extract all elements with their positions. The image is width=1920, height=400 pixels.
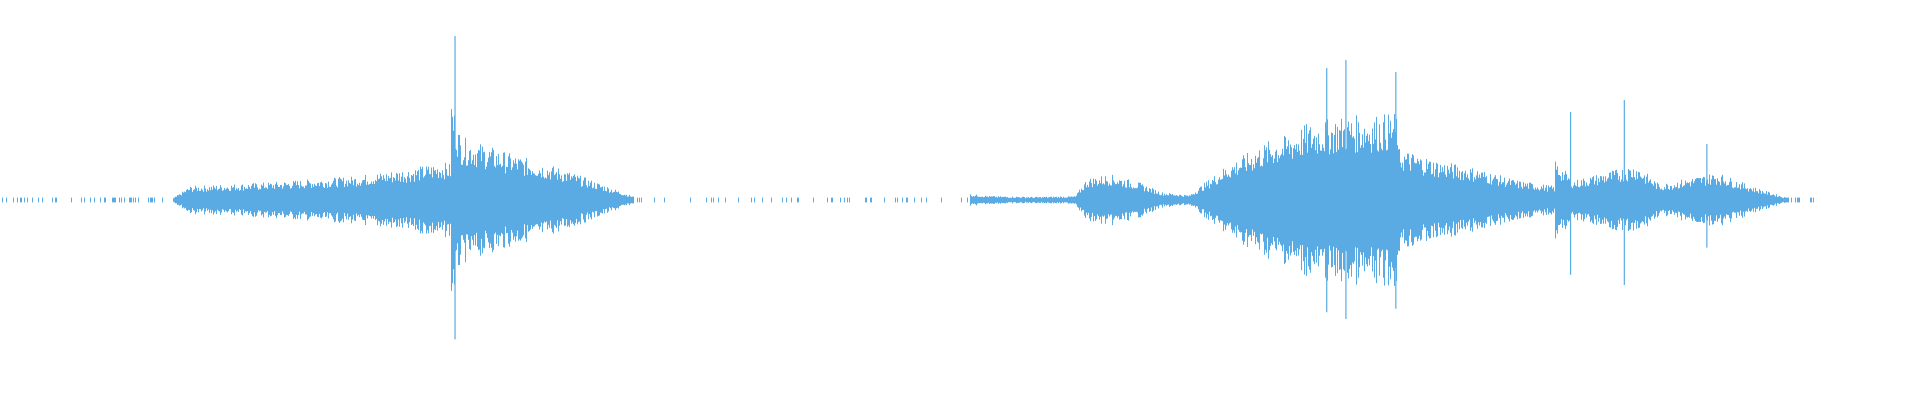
waveform-samples	[1786, 197, 1814, 203]
waveform-segment	[1786, 197, 1814, 203]
waveform-samples	[1555, 161, 1786, 239]
waveform-segment	[1190, 114, 1398, 286]
waveform-samples	[1190, 114, 1398, 286]
waveform-segment	[1075, 174, 1190, 226]
waveform-samples	[1075, 174, 1190, 226]
waveform-samples	[1398, 149, 1555, 251]
waveform-segment	[1398, 149, 1555, 251]
waveform-segment	[451, 109, 634, 291]
waveform-segment	[173, 162, 451, 238]
waveform-samples	[451, 109, 634, 291]
waveform-segment	[637, 197, 968, 203]
waveform-samples	[2, 197, 163, 203]
waveform-segment	[2, 197, 163, 203]
waveform-segment	[970, 194, 1075, 206]
waveform-segment	[1555, 161, 1786, 239]
waveform-samples	[173, 162, 451, 238]
waveform-samples	[637, 197, 968, 203]
waveform-samples	[970, 194, 1075, 206]
